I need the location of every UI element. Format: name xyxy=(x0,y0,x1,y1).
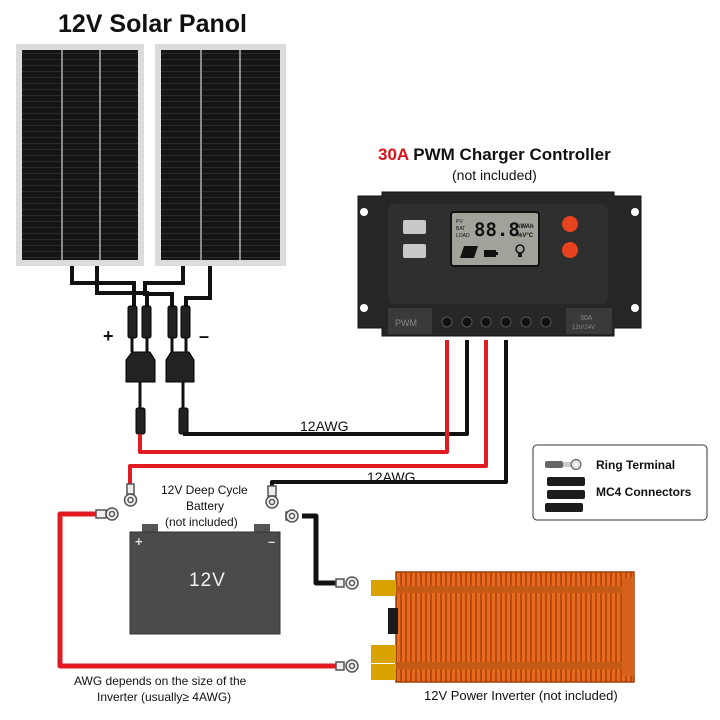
lcd-units-bottom: %V°C xyxy=(517,233,534,239)
battery-negative-mark: – xyxy=(268,534,275,549)
lcd-status-icons xyxy=(460,244,525,258)
controller-button-bottom xyxy=(562,242,578,258)
lcd-indicator-load: LOAD xyxy=(456,233,470,239)
controller-badge-pwm: PWM xyxy=(395,318,417,328)
wire-panel-positive xyxy=(138,340,449,454)
wire-battery-inverter-positive xyxy=(57,511,340,669)
controller-badge-voltage: 12V/24V xyxy=(572,325,595,331)
legend xyxy=(532,444,708,521)
controller-title-amps: 30A xyxy=(378,145,409,164)
controller-badge-amps: 30A xyxy=(580,315,593,322)
lcd-indicator-pv: PV xyxy=(456,219,463,225)
wire-battery-inverter-negative xyxy=(302,513,340,586)
wire-gauge-label-upper: 12AWG xyxy=(300,418,349,434)
controller-subtitle: (not included) xyxy=(452,167,537,183)
panel-leads xyxy=(70,266,212,306)
battery-label-line3: (not included) xyxy=(165,515,238,529)
controller-title: 30A PWM Charger Controller xyxy=(378,145,611,165)
panel-positive-label: + xyxy=(103,326,114,346)
battery-label-line2: Battery xyxy=(186,499,225,513)
awg-note-line1: AWG depends on the size of the xyxy=(74,674,247,688)
power-inverter xyxy=(371,571,635,683)
mc4-connectors xyxy=(125,305,195,435)
wires xyxy=(57,340,508,669)
inverter-label: 12V Power Inverter (not included) xyxy=(424,688,618,703)
ring-terminal-icon xyxy=(545,459,582,470)
legend-ring-terminal-label: Ring Terminal xyxy=(596,458,676,472)
mc4-connector-icon xyxy=(545,477,585,512)
lcd-units-top: kWAh xyxy=(517,224,534,230)
awg-note-line2: Inverter (usually≥ 4AWG) xyxy=(97,690,232,704)
wire-panel-negative xyxy=(183,340,469,436)
panel-negative-label: – xyxy=(199,326,210,346)
controller-terminals xyxy=(441,316,552,328)
lcd-indicator-bat: BAT xyxy=(456,226,465,232)
solar-panel-right xyxy=(155,44,286,266)
legend-mc4-label: MC4 Connectors xyxy=(596,485,692,499)
wire-gauge-label-lower: 12AWG xyxy=(367,469,416,485)
charge-controller: PV BAT LOAD 88.8 kWAh %V°C PWM 30A 12V/2… xyxy=(357,191,642,337)
lcd-reading: 88.8 xyxy=(474,219,520,241)
diagram-title: 12V Solar Panol xyxy=(58,10,247,38)
controller-button-top xyxy=(562,216,578,232)
wire-controller-battery-positive xyxy=(128,340,488,488)
solar-panel-left xyxy=(16,44,144,266)
battery-voltage: 12V xyxy=(189,570,226,591)
mc4-leads xyxy=(130,338,188,408)
controller-title-text: PWM Charger Controller xyxy=(408,145,611,164)
battery: + – xyxy=(129,524,281,635)
battery-label-line1: 12V Deep Cycle xyxy=(161,483,248,497)
battery-positive-mark: + xyxy=(135,534,143,549)
ring-terminals xyxy=(95,483,359,673)
